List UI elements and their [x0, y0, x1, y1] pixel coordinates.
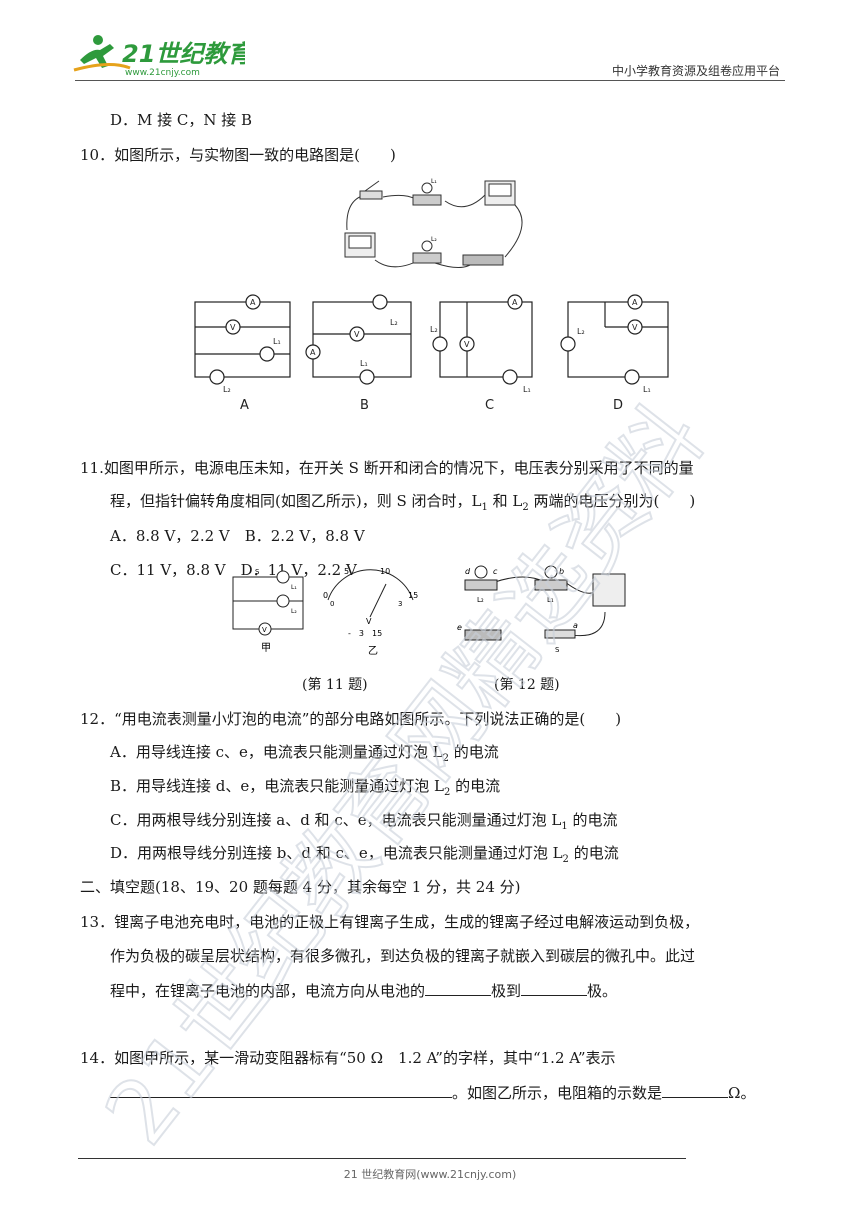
q11-stem-line1: 11.如图甲所示，电源电压未知，在开关 S 断开和闭合的情况下，电压表分别采用了…: [80, 459, 694, 477]
q13-line2: 作为负极的碳呈层状结构，有很多微孔，到达负极的锂离子就嵌入到碳层的微孔中。此过: [110, 947, 696, 965]
svg-text:L₁: L₁: [523, 385, 531, 394]
q10-stem: 10．如图所示，与实物图一致的电路图是( ): [80, 146, 396, 164]
footer-text: 21 世纪教育网(www.21cnjy.com): [343, 1168, 517, 1181]
svg-text:L₁: L₁: [291, 584, 297, 591]
svg-text:L₂: L₂: [577, 327, 585, 336]
q13-blank-2[interactable]: [521, 980, 588, 996]
svg-text:V: V: [262, 626, 267, 634]
svg-text:L₁: L₁: [547, 596, 554, 604]
q14-blank-2[interactable]: [662, 1082, 729, 1098]
svg-text:L₁: L₁: [273, 337, 281, 346]
q13-line3: 程中，在锂离子电池的内部，电流方向从电池的极到极。: [110, 980, 618, 1000]
svg-text:A: A: [632, 298, 638, 307]
q12-option-b: B．用导线连接 d、e，电流表只能测量通过灯泡 L2 的电流: [110, 777, 501, 798]
q14-line1: 14．如图甲所示，某一滑动变阻器标有“50 Ω 1.2 A”的字样，其中“1.2…: [80, 1049, 616, 1067]
q13-line1: 13．锂离子电池充电时，电池的正极上有锂离子生成，生成的锂离子经过电解液运动到负…: [80, 913, 700, 931]
footer-divider: [78, 1158, 686, 1159]
svg-text:d: d: [465, 567, 471, 576]
header-divider: [75, 80, 785, 81]
svg-text:b: b: [559, 567, 564, 576]
q11-options-cd: C．11 V，8.8 V D．11 V，2.2 V: [110, 561, 357, 579]
q11-fig-jia-label: 甲: [261, 643, 271, 654]
svg-text:L₂: L₂: [477, 596, 484, 604]
q13-blank-1[interactable]: [425, 980, 492, 996]
q11-figure-yi: 5 10 0 15 0 3 V - 3 15 乙: [318, 562, 423, 666]
q10-circuit-options: A V L₁ L₂ V A L₂ L₁ A V L₂ L₁ A V L₂ L₁ A B C D: [185, 292, 685, 421]
svg-text:L₁: L₁: [643, 385, 651, 394]
svg-text:L₂: L₂: [390, 318, 398, 327]
svg-text:S: S: [255, 568, 260, 576]
q11-stem-line2: 程，但指针偏转角度相同(如图乙所示)，则 S 闭合时，L1 和 L2 两端的电压…: [110, 492, 696, 513]
q12-option-a: A．用导线连接 c、e，电流表只能测量通过灯泡 L2 的电流: [110, 743, 499, 764]
svg-text:V: V: [354, 330, 360, 339]
svg-text:L₂: L₂: [223, 385, 231, 394]
svg-text:A: A: [250, 298, 256, 307]
q12-figure: d c b e a L₂ L₁ S: [455, 562, 635, 666]
q12-option-c: C．用两根导线分别连接 a、d 和 c、e，电流表只能测量通过灯泡 L1 的电流: [110, 811, 618, 832]
q10-label-a: A: [240, 398, 249, 413]
svg-text:V: V: [632, 323, 638, 332]
q11-options-ab: A．8.8 V，2.2 V B．2.2 V，8.8 V: [110, 527, 365, 545]
svg-text:A: A: [512, 298, 518, 307]
q12-caption: (第 12 题): [494, 677, 560, 693]
svg-text:L₂: L₂: [431, 236, 437, 243]
svg-text:10: 10: [380, 567, 390, 576]
svg-text:V: V: [464, 340, 470, 349]
logo-text: 21世纪教育: [122, 40, 245, 68]
q9-option-d: D．M 接 C，N 接 B: [110, 111, 253, 129]
svg-text:V: V: [366, 617, 372, 626]
runner-icon: [73, 35, 131, 72]
q10-label-b: B: [360, 398, 369, 413]
svg-text:L₁: L₁: [360, 359, 368, 368]
q11-figure-jia: S L₁ L₂ V 甲: [225, 565, 310, 664]
q11-fig-yi-label: 乙: [368, 645, 378, 657]
site-logo: 21世纪教育 www.21cnjy.com: [70, 30, 255, 80]
svg-text:L₂: L₂: [291, 608, 297, 615]
svg-text:L₁: L₁: [431, 178, 437, 185]
svg-text:- 3 15: - 3 15: [348, 629, 382, 638]
svg-text:15: 15: [408, 591, 418, 600]
svg-text:L₂: L₂: [430, 325, 438, 334]
q10-label-d: D: [613, 398, 623, 413]
svg-text:c: c: [493, 567, 498, 576]
svg-text:A: A: [310, 348, 316, 357]
svg-text:e: e: [457, 623, 462, 632]
svg-text:3: 3: [398, 600, 402, 608]
svg-text:S: S: [555, 646, 560, 654]
section-2-title: 二、填空题(18、19、20 题每题 4 分，其余每空 1 分，共 24 分): [80, 878, 521, 896]
q12-option-d: D．用两根导线分别连接 b、d 和 c、e，电流表只能测量通过灯泡 L2 的电流: [110, 844, 619, 865]
svg-text:0: 0: [323, 591, 328, 600]
q12-stem: 12．“用电流表测量小灯泡的电流”的部分电路如图所示。下列说法正确的是( ): [80, 710, 622, 728]
q11-caption: (第 11 题): [302, 677, 368, 693]
q10-physical-diagram: L₁ L₂: [335, 175, 535, 284]
svg-text:a: a: [573, 621, 578, 630]
q14-blank-1[interactable]: [110, 1082, 452, 1098]
svg-text:5: 5: [344, 567, 349, 576]
svg-text:0: 0: [330, 600, 334, 608]
svg-text:V: V: [230, 323, 236, 332]
logo-url: www.21cnjy.com: [125, 68, 200, 78]
platform-label: 中小学教育资源及组卷应用平台: [611, 64, 780, 78]
q10-label-c: C: [485, 398, 494, 413]
